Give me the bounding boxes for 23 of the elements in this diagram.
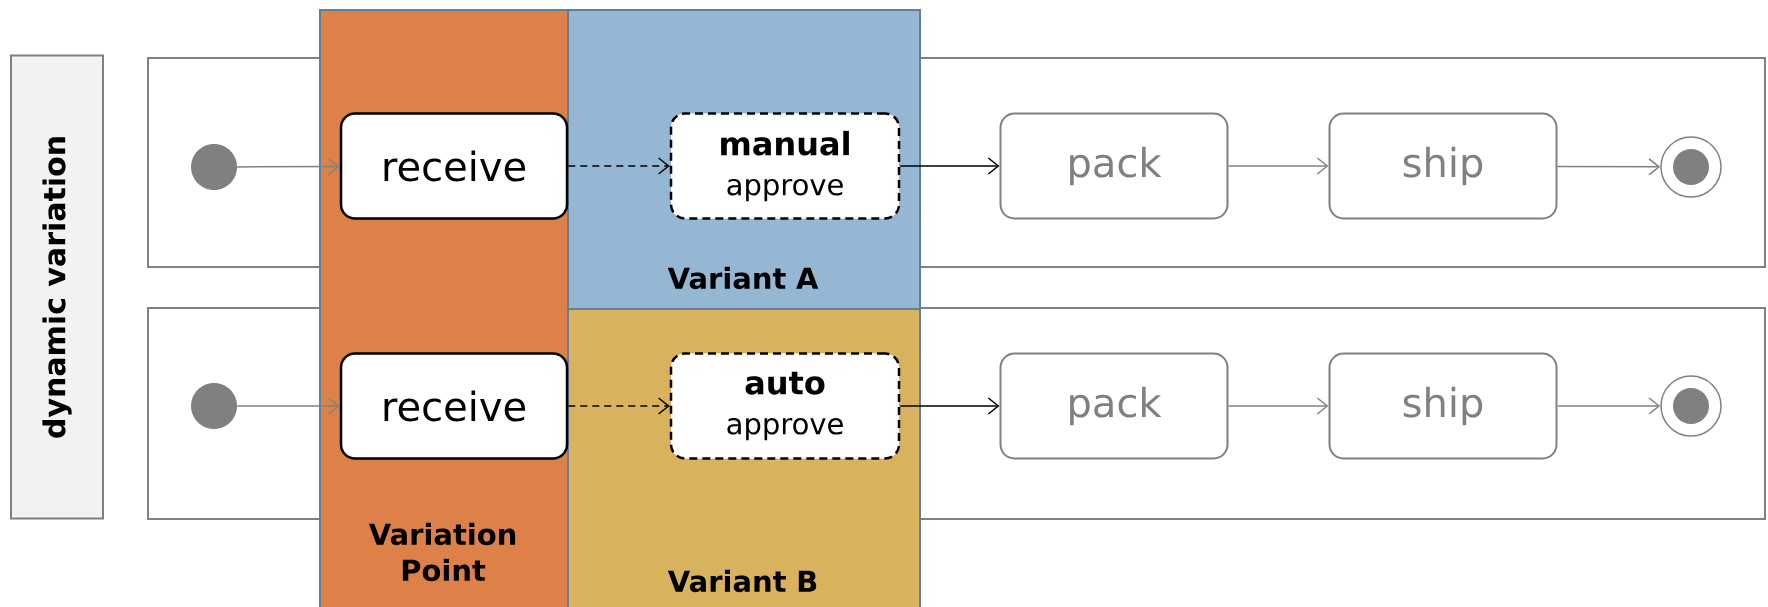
- arrow: [1227, 397, 1329, 415]
- start-node: [191, 144, 237, 190]
- arrow: [567, 397, 670, 415]
- activity-box: pack: [999, 352, 1229, 460]
- swimlane-label: dynamic variation: [10, 54, 104, 520]
- arrow: [236, 157, 340, 176]
- activity-box: auto approve: [669, 352, 901, 460]
- arrow: [899, 157, 1000, 175]
- activity-box: manual approve: [669, 112, 901, 220]
- end-node: [1660, 136, 1722, 198]
- activity-box: ship: [1328, 112, 1558, 220]
- activity-box: ship: [1328, 352, 1558, 460]
- start-node: [191, 383, 237, 429]
- activity-box: receive: [339, 352, 569, 460]
- activity-box: receive: [339, 112, 569, 220]
- arrow: [899, 397, 1000, 415]
- activity-box: pack: [999, 112, 1229, 220]
- arrow: [236, 397, 340, 415]
- arrow: [1556, 397, 1661, 415]
- end-node: [1660, 375, 1722, 437]
- arrow: [1227, 157, 1329, 175]
- arrow: [567, 157, 670, 175]
- arrow: [1556, 158, 1661, 176]
